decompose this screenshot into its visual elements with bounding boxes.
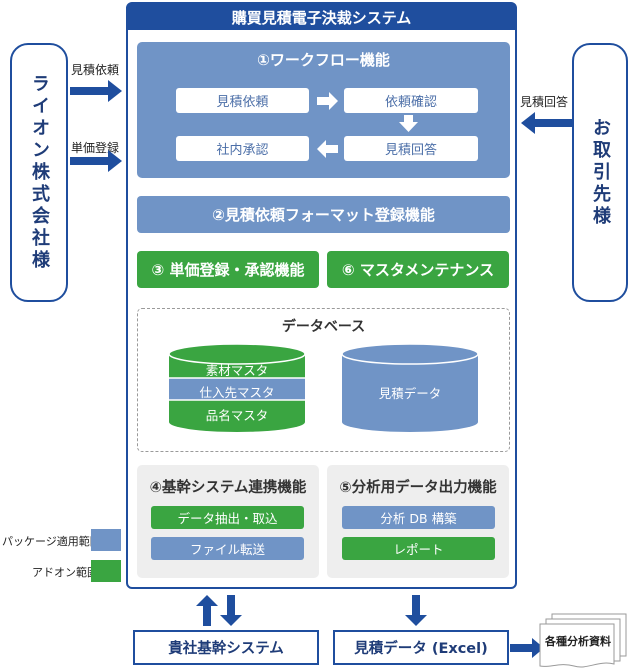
arrow-right-icon	[317, 92, 338, 110]
analysis-db-build: 分析 DB 構築	[342, 506, 495, 529]
arrow-down-icon	[220, 595, 242, 626]
master-maintenance-function: ⑥ マスタメンテナンス	[327, 251, 509, 288]
database-panel	[137, 308, 510, 452]
db-item-estimate-data: 見積データ	[378, 385, 442, 401]
estimate-excel-box: 見積データ (Excel)	[333, 630, 509, 665]
right-arrow	[521, 112, 573, 134]
analysis-docs-label: 各種分析資料	[545, 635, 611, 648]
arrow-right-icon	[510, 638, 544, 658]
arrow-up-icon	[196, 595, 218, 626]
arrow-down-icon	[399, 115, 418, 132]
excel-to-docs-arrow	[510, 638, 544, 658]
arrow-left-icon	[521, 112, 573, 134]
estimate-database-cylinder	[341, 343, 479, 432]
lion-corporation-box: ライオン株式会社様	[10, 43, 68, 302]
db-item-supplier-master: 仕入先マスタ	[199, 384, 275, 400]
bottom-arrows	[196, 595, 427, 626]
arrow-right-icon	[70, 150, 122, 172]
legend-package-label: パッケージ適用範囲	[2, 535, 101, 548]
left-arrows	[70, 80, 122, 172]
workflow-step-estimate-request: 見積依頼	[176, 88, 309, 113]
report: レポート	[342, 537, 495, 560]
lion-corporation-label: ライオン株式会社様	[29, 73, 50, 272]
database-title: データベース	[281, 319, 366, 335]
file-transfer: ファイル転送	[151, 537, 304, 560]
workflow-title: ①ワークフロー機能	[257, 50, 390, 69]
workflow-step-internal-approval: 社内承認	[176, 136, 309, 161]
data-extract-import: データ抽出・取込	[151, 506, 304, 529]
workflow-step-estimate-answer: 見積回答	[344, 136, 478, 161]
right-arrow-label-estimate-answer: 見積回答	[520, 95, 569, 109]
analysis-output-title: ⑤分析用データ出力機能	[339, 479, 497, 496]
core-link-title: ④基幹システム連携機能	[149, 479, 307, 496]
legend-addon-label: アドオン範囲	[32, 566, 98, 579]
business-partner-box: お取引先様	[572, 43, 628, 302]
arrow-left-icon	[317, 140, 338, 158]
left-arrow-label-estimate-request: 見積依頼	[71, 63, 120, 77]
workflow-arrows	[317, 92, 418, 158]
documents-stack-icon	[539, 613, 627, 668]
system-title: 購買見積電子決裁システム	[128, 4, 515, 30]
unit-price-approval-function: ③ 単価登録・承認機能	[137, 251, 319, 288]
master-database-cylinder	[168, 343, 306, 432]
workflow-step-request-confirm: 依頼確認	[344, 88, 478, 113]
core-system-box: 貴社基幹システム	[133, 630, 319, 665]
arrow-down-icon	[405, 595, 427, 626]
left-arrow-label-unit-price: 単価登録	[71, 141, 120, 155]
db-item-material-master: 素材マスタ	[205, 362, 269, 378]
format-registration-function: ②見積依頼フォーマット登録機能	[137, 196, 510, 233]
business-partner-label: お取引先様	[590, 117, 611, 228]
legend-addon-swatch	[91, 560, 121, 582]
arrow-right-icon	[70, 80, 122, 102]
db-item-product-name-master: 品名マスタ	[205, 407, 269, 423]
legend-package-swatch	[91, 529, 121, 551]
